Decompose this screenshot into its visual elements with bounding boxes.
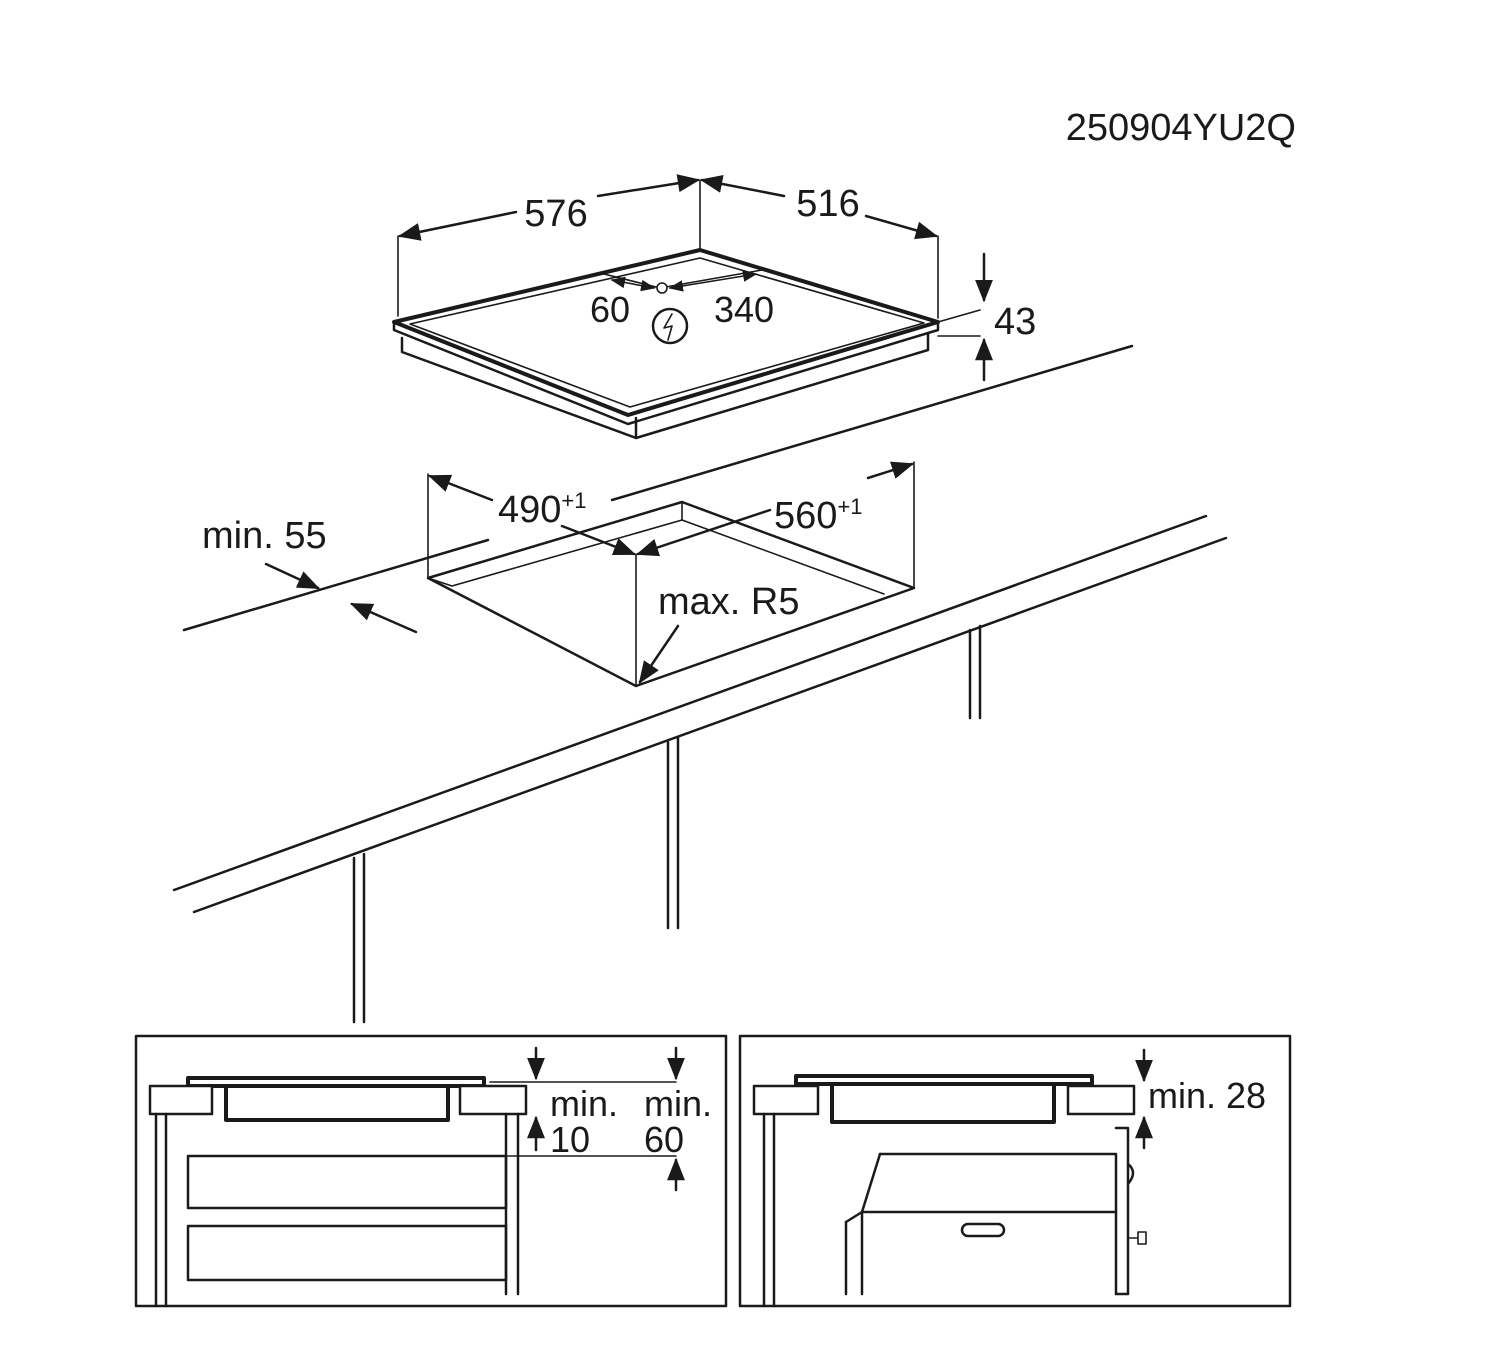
front-gap-label: min. 55	[202, 515, 327, 557]
clearance-2-label: min.	[644, 1083, 712, 1124]
cutout-width-label: 490+1	[498, 488, 587, 531]
clearance-label: min. 28	[1148, 1075, 1266, 1116]
detail-left-panel: min. 10 min. 60	[134, 1034, 728, 1308]
clearance-1-label: min.	[550, 1083, 618, 1124]
hob-depth-label: 516	[796, 183, 859, 225]
hob-width-label: 576	[524, 193, 587, 235]
cutout-depth-label: 560+1	[774, 494, 863, 537]
cutout-drawing: 490+1 560+1 max. R5 min. 55	[202, 461, 916, 688]
cable-offset-right-label: 340	[714, 289, 774, 330]
worktop-drawing	[172, 344, 1228, 1024]
clearance-1-value: 10	[550, 1119, 590, 1160]
hob-height-label: 43	[994, 301, 1036, 343]
lightning-in-circle-icon	[651, 307, 689, 345]
diagram-id: 250904YU2Q	[1066, 107, 1296, 149]
clearance-2-value: 60	[644, 1119, 684, 1160]
cable-offset-left-label: 60	[590, 289, 630, 330]
hob-dimensions: 576 516 60 340 43	[397, 174, 1036, 382]
hob-drawing	[392, 248, 940, 440]
detail-right-panel: min. 28	[738, 1034, 1292, 1308]
corner-radius-label: max. R5	[658, 581, 799, 623]
